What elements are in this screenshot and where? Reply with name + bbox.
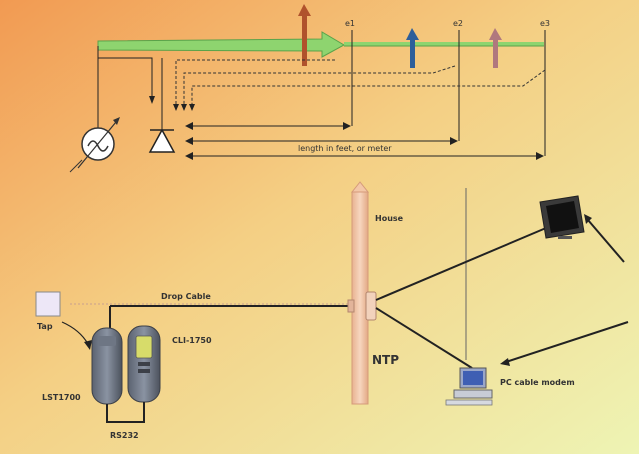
pc-connection-line	[375, 307, 473, 369]
tv-icon	[539, 195, 585, 239]
tap-box	[35, 291, 61, 317]
drop-cable-label: Drop Cable	[161, 292, 211, 301]
generator-wires	[97, 46, 163, 124]
pc-modem-label: PC cable modem	[500, 378, 575, 387]
cli-device-icon	[127, 325, 161, 403]
reflection-arrow-2	[406, 28, 419, 68]
reflection-arrowheads	[173, 104, 195, 111]
rs232-link	[106, 402, 145, 423]
tv-pointer-arrowhead	[584, 214, 592, 224]
cli-device-label: CLI-1750	[172, 336, 212, 345]
house-label: House	[375, 214, 404, 223]
drop-cable	[70, 303, 350, 330]
lst-device-icon	[91, 327, 123, 405]
reflection-arrow-1	[298, 4, 311, 66]
marker-e3: e3	[540, 19, 550, 28]
ntp-connector	[347, 291, 377, 321]
receiver-icon	[148, 124, 176, 153]
pc-pointer-arrowhead	[500, 358, 510, 366]
signal-generator-icon	[69, 117, 120, 173]
feed-arrowhead	[149, 96, 155, 104]
marker-e2: e2	[453, 19, 463, 28]
ntp-label: NTP	[372, 353, 399, 367]
pc-icon	[445, 367, 493, 406]
signal-line	[97, 31, 544, 58]
rs232-label: RS232	[110, 431, 139, 440]
tv-connection-line	[375, 227, 547, 301]
length-label: length in feet, or meter	[298, 144, 392, 153]
lst-device-label: LST1700	[42, 393, 81, 402]
pc-pointer-line	[505, 321, 629, 363]
reflection-arrow-3	[489, 28, 502, 68]
reflection-paths	[175, 59, 546, 105]
pole-top	[350, 181, 370, 193]
tap-label: Tap	[37, 322, 53, 331]
marker-e1: e1	[345, 19, 355, 28]
tv-pointer-line	[587, 219, 625, 263]
tap-lead-arrowhead	[84, 340, 92, 350]
